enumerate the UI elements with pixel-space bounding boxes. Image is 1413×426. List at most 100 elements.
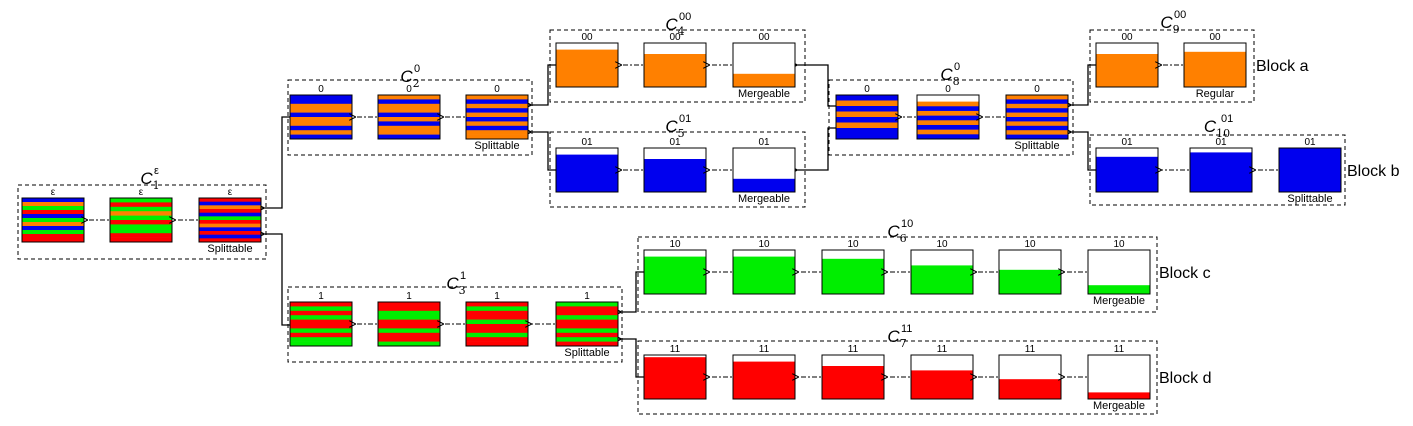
cluster-symbol: C xyxy=(940,65,953,84)
bin-stripe xyxy=(290,324,352,329)
cluster-label: C4 xyxy=(665,15,684,38)
bin-index-label: 11 xyxy=(937,344,948,355)
bin-stripe xyxy=(1006,130,1068,135)
bin-status-label: Mergeable xyxy=(738,193,790,205)
bin-status-label: Mergeable xyxy=(1093,295,1145,307)
cluster-superscript: ε xyxy=(154,165,159,177)
bin-stripe xyxy=(110,220,172,225)
bin-stripe xyxy=(378,117,440,122)
bin-background xyxy=(1088,355,1150,399)
bin-stripe xyxy=(199,201,261,206)
bin-status-label: Mergeable xyxy=(738,88,790,100)
bin-index-label: 01 xyxy=(1121,137,1133,148)
bin-stripe xyxy=(22,230,84,235)
bin-stripe xyxy=(199,227,261,232)
bin-index-label: 0 xyxy=(1034,84,1040,95)
bin-stripe xyxy=(290,302,352,307)
bin-fill xyxy=(1279,148,1341,192)
bin-stripe xyxy=(378,324,440,329)
bin-stripe xyxy=(1006,95,1068,100)
tree-edge xyxy=(796,65,836,107)
bin-index-label: 10 xyxy=(669,239,681,250)
cluster-subscript: 7 xyxy=(900,337,907,350)
bin-fill xyxy=(1088,392,1150,399)
cluster-superscript: 1 xyxy=(460,270,466,282)
cluster-frame xyxy=(1089,29,1255,103)
bin-stripe xyxy=(199,223,261,228)
bin-stripe xyxy=(378,134,440,140)
cluster-label: C10 xyxy=(1204,117,1230,140)
bin-box: 10 xyxy=(910,239,974,295)
cluster-label: C5 xyxy=(665,117,684,140)
bin-box: 01 xyxy=(643,137,707,193)
bin-stripe xyxy=(110,237,172,243)
bin-stripe xyxy=(466,95,528,100)
bin-stripe xyxy=(556,306,618,312)
bin-stripe xyxy=(1006,108,1068,113)
bin-stripe xyxy=(466,319,528,325)
bin-stripe xyxy=(378,108,440,113)
tree-edge xyxy=(530,64,556,105)
bin-box: 01 xyxy=(1095,137,1159,193)
bin-stripe xyxy=(290,306,352,312)
bin-border xyxy=(732,42,796,88)
bin-border xyxy=(1005,94,1069,140)
bin-index-label: 01 xyxy=(758,137,770,148)
bin-stripe xyxy=(917,134,979,140)
bin-stripe xyxy=(466,121,528,127)
bin-stripe xyxy=(290,134,352,140)
bin-fill xyxy=(556,49,618,87)
bin-stripe xyxy=(199,216,261,221)
bin-stripe xyxy=(22,210,84,215)
cluster-label: C2 xyxy=(400,67,419,90)
block-label: Block b xyxy=(1347,163,1400,180)
bin-stripe xyxy=(466,99,528,105)
cluster-subscript: 8 xyxy=(953,75,960,88)
bin-stripe xyxy=(378,112,440,118)
bin-fill xyxy=(1088,285,1150,294)
bin-stripe xyxy=(466,324,528,329)
bin-stripe xyxy=(290,310,352,316)
cluster-superscript: 00 xyxy=(1174,9,1186,21)
tree-edge xyxy=(620,271,644,312)
bin-stripe xyxy=(917,124,979,130)
bin-stripe xyxy=(290,121,352,127)
bin-stripe xyxy=(22,234,84,239)
bin-fill xyxy=(911,265,973,294)
bin-stripe xyxy=(22,218,84,223)
bin-stripe xyxy=(378,328,440,334)
bin-stripe xyxy=(290,99,352,105)
bin-stripe xyxy=(378,302,440,307)
cluster-superscript: 10 xyxy=(901,218,913,230)
bin-stripe xyxy=(466,328,528,334)
bin-border xyxy=(555,301,619,347)
cluster-frame xyxy=(828,79,1074,156)
bin-stripe xyxy=(378,315,440,320)
cluster-subscript: 10 xyxy=(1216,127,1230,140)
cluster-frame xyxy=(637,340,1158,415)
bin-box: 1 xyxy=(377,291,441,347)
bin-index-label: 01 xyxy=(669,137,681,148)
bin-stripe xyxy=(556,341,618,347)
bin-box: 01 xyxy=(1189,137,1253,193)
bin-stripe xyxy=(466,341,528,347)
bin-stripe xyxy=(466,130,528,135)
cluster-superscript: 0 xyxy=(414,63,420,75)
bin-stripe xyxy=(466,315,528,320)
bin-stripe xyxy=(836,133,898,140)
bin-stripe xyxy=(378,121,440,127)
bin-fill xyxy=(733,73,795,87)
bin-stripe xyxy=(199,212,261,217)
bin-box: 00 xyxy=(1095,32,1159,88)
bin-stripe xyxy=(917,101,979,107)
bin-fill xyxy=(1096,54,1158,87)
bin-index-label: 0 xyxy=(864,84,870,95)
cluster-subscript: 1 xyxy=(153,179,160,192)
bin-stripe xyxy=(378,332,440,338)
cluster-superscript: 01 xyxy=(1221,113,1233,125)
